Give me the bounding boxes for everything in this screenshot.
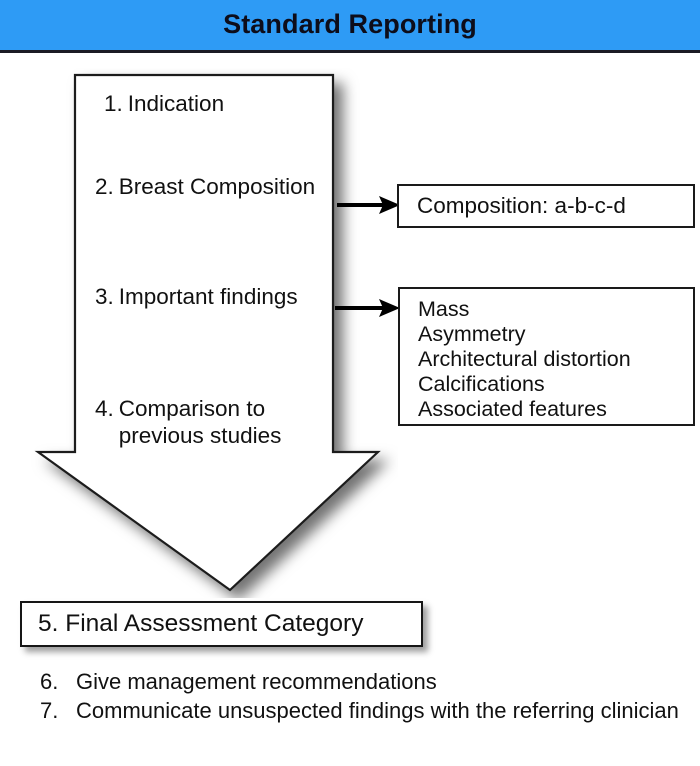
- final-assessment-box: 5. Final Assessment Category: [20, 601, 423, 647]
- list-item-label: Give management recommendations: [76, 669, 437, 694]
- header-bar: [0, 0, 700, 53]
- arrow-step-3-label: Important findings: [118, 284, 298, 309]
- process-flow-down-arrow: [34, 73, 381, 592]
- arrow-step-4-label: Comparison to previous studies: [118, 396, 282, 449]
- finding-item: Architectural distortion: [418, 347, 631, 371]
- finding-item: Associated features: [418, 397, 607, 421]
- final-assessment-text: 5. Final Assessment Category: [38, 610, 364, 637]
- list-item-label: Communicate unsuspected findings with th…: [76, 698, 679, 724]
- finding-item: Mass: [418, 297, 470, 321]
- arrow-step-4: 4. Comparison to previous studies: [95, 395, 330, 450]
- list-item-number: 7.: [40, 698, 59, 724]
- finding-item: Asymmetry: [418, 322, 526, 346]
- arrow-step-2-number: 2.: [95, 174, 114, 199]
- arrow-step-4-number: 4.: [95, 396, 114, 421]
- composition-box: Composition: a-b-c-d: [397, 184, 695, 228]
- list-item: 6. Give management recommendations: [40, 668, 690, 696]
- findings-box: Mass Asymmetry Architectural distortion …: [398, 287, 695, 426]
- finding-item: Calcifications: [418, 372, 545, 396]
- arrow-step-1-label: Indication: [127, 91, 225, 116]
- bottom-numbered-list: 6. Give management recommendations 7. Co…: [40, 668, 690, 726]
- page-title: Standard Reporting: [223, 9, 477, 39]
- arrow-step-2-label: Breast Composition: [118, 174, 316, 199]
- arrow-step-2: 2. Breast Composition: [95, 173, 315, 200]
- arrow-to-composition-icon: [337, 193, 401, 217]
- composition-box-text: Composition: a-b-c-d: [417, 193, 626, 218]
- arrow-to-findings-icon: [335, 296, 401, 320]
- arrow-step-3: 3. Important findings: [95, 283, 298, 310]
- arrow-step-1: 1. Indication: [104, 90, 224, 117]
- list-item: 7. Communicate unsuspected findings with…: [40, 697, 690, 725]
- arrow-step-1-number: 1.: [104, 91, 123, 116]
- arrow-step-3-number: 3.: [95, 284, 114, 309]
- list-item-number: 6.: [40, 669, 59, 694]
